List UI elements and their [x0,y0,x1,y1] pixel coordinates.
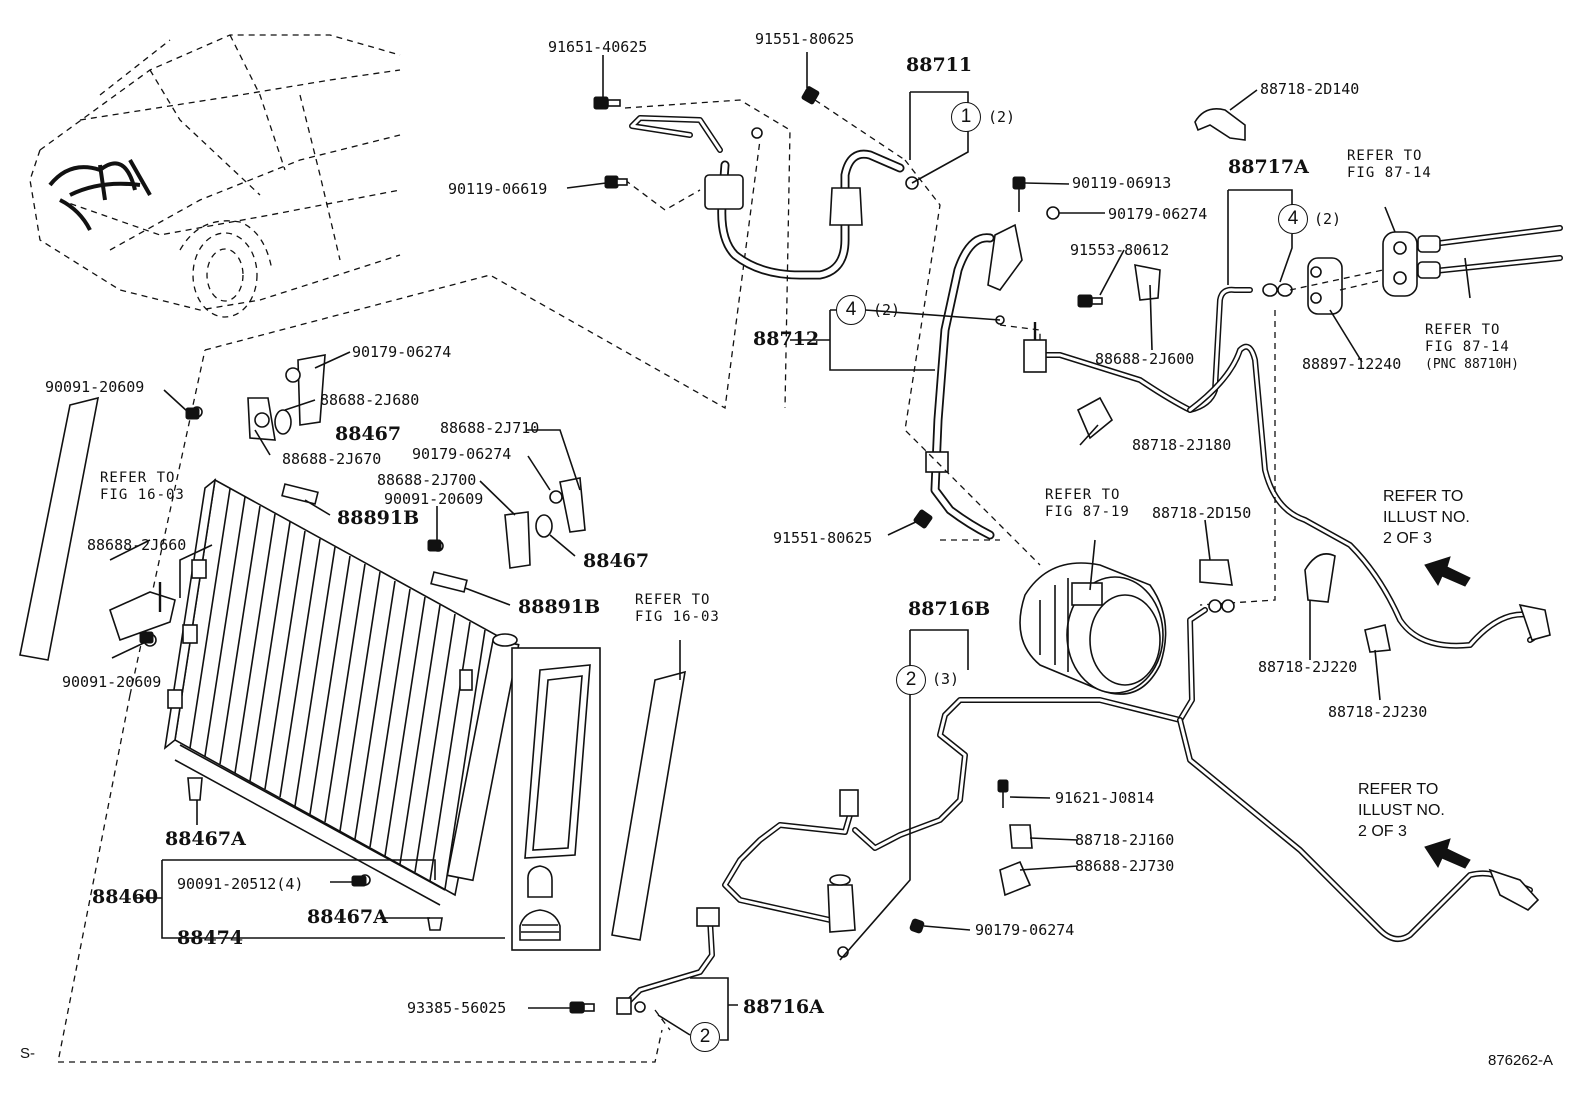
qty-ref-4-left: (2) [873,301,901,319]
right-seal-panel [611,670,686,941]
label-88717A: 88717A [1228,156,1309,178]
label-90119-06913: 90119-06913 [1072,174,1172,192]
hose-88711 [629,115,919,280]
circle-ref-4-left: 4 [836,295,866,325]
label-88474: 88474 [177,927,244,949]
qty-ref-4-right: (2) [1314,210,1342,228]
circle-ref-4-right: 4 [1278,204,1308,234]
label-90091-20609-b: 90091-20609 [384,490,484,508]
label-90119-06619: 90119-06619 [448,180,548,198]
label-88718-2J230: 88718-2J230 [1328,703,1428,721]
label-88718-2J220: 88718-2J220 [1258,658,1358,676]
label-88718-2D150: 88718-2D150 [1152,504,1252,522]
desiccant-kit-parts [519,664,591,941]
corner-mark: S- [20,1045,35,1062]
pipe-88717A [1023,283,1542,649]
label-90179-06274-right: 90179-06274 [1108,205,1208,223]
left-seal-panel [19,396,100,661]
label-90091-20609-a: 90091-20609 [45,378,145,396]
label-88712: 88712 [753,328,820,350]
label-88716B: 88716B [908,598,991,620]
label-88467A-a: 88467A [165,828,246,850]
label-90091-20609-c: 90091-20609 [62,673,162,691]
label-pnc-88710H: (PNC 88710H) [1425,357,1519,372]
qty-ref-1: (2) [988,108,1016,126]
label-90091-20512-4: 90091-20512(4) [177,875,304,893]
note-refer-fig-87-19: REFER TO FIG 87-19 [1045,487,1130,520]
arrow-illust-bottom [1424,838,1471,869]
note-refer-illust-top: REFER TO ILLUST NO. 2 OF 3 [1383,488,1470,547]
label-88467-b: 88467 [583,550,650,572]
label-88688-2J660: 88688-2J660 [87,536,187,554]
note-refer-fig-87-14-bottom: REFER TO FIG 87-14 [1425,322,1510,355]
label-88716A: 88716A [743,996,824,1018]
label-88688-2J680: 88688-2J680 [320,391,420,409]
hose-88711-boundary [624,99,791,409]
label-90179-06274-bottom: 90179-06274 [975,921,1075,939]
label-88711: 88711 [906,54,973,76]
circle-ref-1: 1 [951,102,981,132]
label-91551-80625-top: 91551-80625 [755,30,855,48]
clamps [999,108,1391,897]
circle-ref-2-mid: 2 [896,665,926,695]
label-88891B-a: 88891B [337,507,420,529]
block-fittings [1307,225,1563,315]
label-88688-2J600: 88688-2J600 [1095,350,1195,368]
compressor-drawing [1019,562,1167,695]
label-88688-2J670: 88688-2J670 [282,450,382,468]
label-91651-40625: 91651-40625 [548,38,648,56]
note-refer-illust-bottom: REFER TO ILLUST NO. 2 OF 3 [1358,781,1445,840]
note-refer-fig-16-03-right: REFER TO FIG 16-03 [635,592,720,625]
label-88467A-b: 88467A [307,906,388,928]
label-90179-06274-a: 90179-06274 [352,343,452,361]
label-90179-06274-b: 90179-06274 [412,445,512,463]
label-88688-2J710: 88688-2J710 [440,419,540,437]
bolts-top [139,86,1103,1014]
label-88718-2J180: 88718-2J180 [1132,436,1232,454]
vehicle-outline [29,34,401,318]
label-88688-2J730: 88688-2J730 [1075,857,1175,875]
condenser-brackets [109,354,586,931]
label-88467-a: 88467 [335,423,402,445]
label-88718-2D140: 88718-2D140 [1260,80,1360,98]
hose-88712 [925,223,1023,540]
note-refer-fig-16-03-left: REFER TO FIG 16-03 [100,470,185,503]
pipe-88716B [722,599,1551,942]
condenser-drawing [163,478,520,906]
label-91621-J0814: 91621-J0814 [1055,789,1155,807]
label-88460: 88460 [92,886,159,908]
circle-ref-2-bottom: 2 [690,1022,720,1052]
diagram-code: 876262-A [1488,1052,1554,1069]
arrow-illust-top [1424,556,1471,587]
label-88897-12240: 88897-12240 [1302,355,1402,373]
label-91553-80612: 91553-80612 [1070,241,1170,259]
note-refer-fig-87-14-top: REFER TO FIG 87-14 [1347,148,1432,181]
label-91551-80625-mid: 91551-80625 [773,529,873,547]
qty-ref-2-mid: (3) [932,670,960,688]
label-88891B-b: 88891B [518,596,601,618]
label-88688-2J700: 88688-2J700 [377,471,477,489]
label-93385-56025: 93385-56025 [407,999,507,1017]
pipe-88716A [616,874,856,1015]
label-88718-2J160: 88718-2J160 [1075,831,1175,849]
